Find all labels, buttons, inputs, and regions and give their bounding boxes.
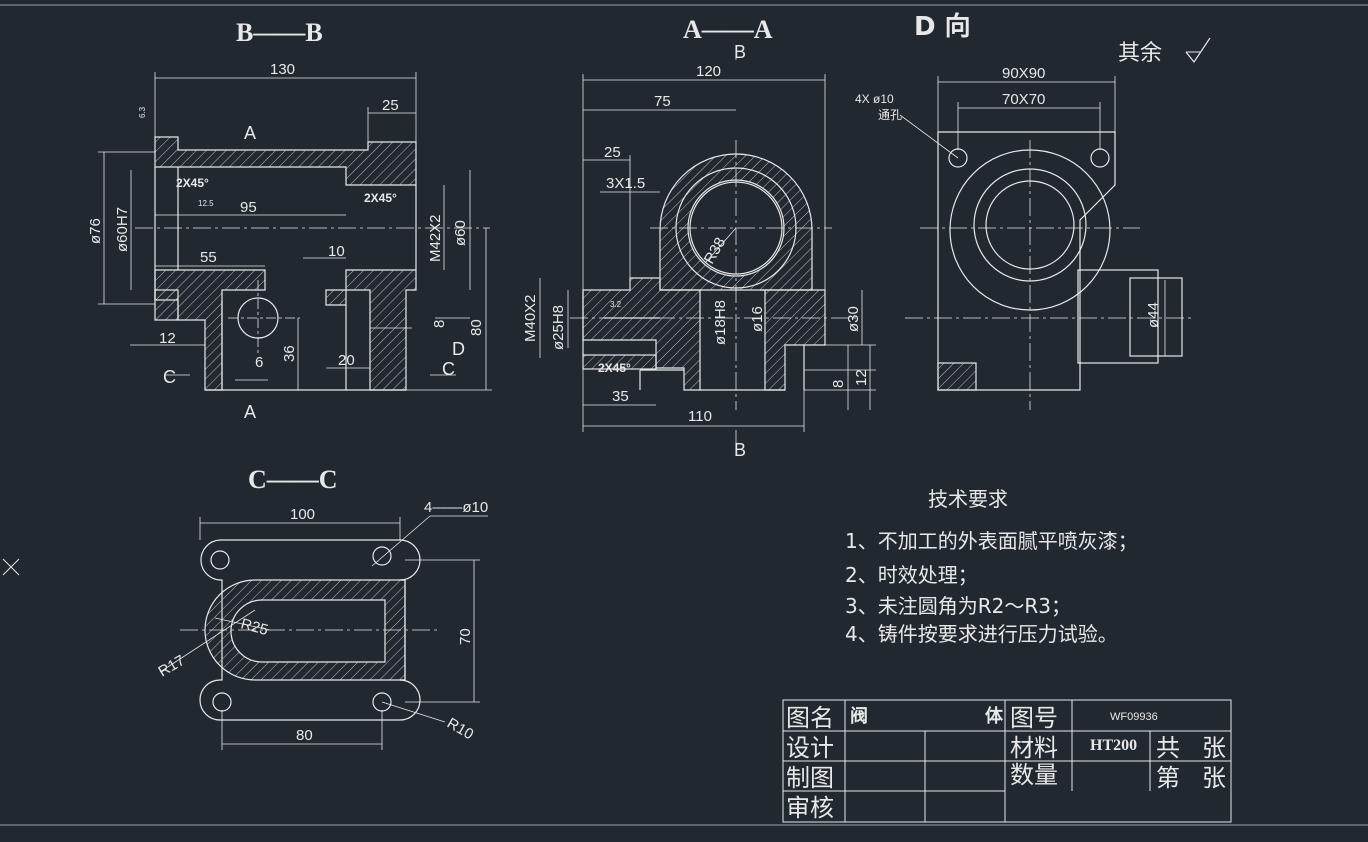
aa-dim-25: 25 [604,144,621,161]
bb-dim-10: 10 [328,243,345,260]
bb-dim-12: 12 [159,330,176,347]
bb-section-a-bottom: A [244,402,256,422]
cursor-cross-icon [2,558,20,576]
cc-dim-r17: R17 [156,652,188,680]
requirements-title: 技术要求 [928,487,1008,511]
tb-sheet-2: 张 [1202,764,1226,792]
tb-name-label: 图名 [786,704,834,732]
bb-section-c-right: C [442,359,455,379]
bb-dim-36: 36 [281,345,298,362]
bb-dim-phi76: ø76 [87,218,104,244]
aa-dim-12: 12 [853,369,870,386]
aa-dim-110: 110 [688,408,712,425]
requirement-3: 3、未注圆角为R2～R3； [845,594,1071,618]
bb-dim-20: 20 [338,352,355,369]
bb-section-d: D [452,339,465,359]
bb-dim-m42: M42X2 [427,214,444,262]
d-flange [937,131,1116,391]
bb-dim-6: 6 [255,354,263,371]
cc-wall-hatch [204,579,406,681]
bb-dim-8: 8 [431,320,448,328]
aa-section-b-top: B [734,42,746,62]
tb-drafted: 制图 [786,764,834,792]
tb-material-label: 材料 [1010,734,1058,762]
tb-drawing-no-label: 图号 [1010,704,1058,732]
bb-chamfer-2: 2X45° [364,191,397,205]
aa-chamfer: 2X45° [598,361,631,375]
d-dim-phi44: ø44 [1145,302,1162,328]
requirement-2: 2、时效处理； [845,563,978,587]
bb-dim-phi60h7: ø60H7 [114,207,131,252]
bb-dim-25: 25 [382,97,399,114]
aa-dim-phi25h8: ø25H8 [550,305,567,350]
requirement-4: 4、铸件按要求进行压力试验。 [845,622,1118,646]
tb-name-value-1: 阀 [850,705,868,727]
view-d-title: D 向 [914,11,971,42]
tb-quantity: 数量 [1010,761,1058,789]
bb-dim-130: 130 [270,61,295,78]
view-bb-title: B——B [236,18,323,47]
bb-chamfer-1: 2X45° [176,176,209,190]
title-block: 图名 阀 体 图号 WF09936 设计 材料 HT200 共 张 制图 数量 … [782,699,1232,823]
view-cc-title: C——C [248,465,338,494]
tb-review: 审核 [786,794,834,822]
cc-dim-r25: R25 [239,615,270,639]
roughness-check-icon [1185,37,1211,64]
bb-roughness-1: 6.3 [138,106,147,118]
aa-section-b-bottom: B [734,440,746,460]
aa-dim-m40: M40X2 [522,294,539,342]
tb-total-1: 共 [1156,734,1180,762]
cc-hole-tr [372,546,392,566]
d-dim-70x70: 70X70 [1002,91,1045,108]
tb-name-value-2: 体 [985,705,1004,727]
cc-dim-70: 70 [457,628,474,645]
view-aa-title: A——A [683,15,773,44]
tb-total-2: 张 [1202,734,1226,762]
bb-roughness-2: 12.5 [198,199,214,208]
aa-dim-120: 120 [696,63,721,80]
cc-hole-tl [210,550,230,570]
bb-dim-80: 80 [468,319,485,336]
aa-dim-35: 35 [612,388,629,405]
aa-roughness-32: 3.2 [610,300,622,309]
view-cc: C——C 100 4——ø10 R25 R17 70 80 R10 [156,465,488,750]
aa-dim-phi18h8: ø18H8 [712,300,729,345]
aa-dim-phi16: ø16 [749,306,766,332]
view-aa: A——A 1 [522,15,876,460]
cc-dim-100: 100 [290,506,315,523]
cc-dim-80: 80 [296,727,313,744]
tb-sheet-1: 第 [1156,764,1180,792]
aa-dim-8: 8 [830,380,847,388]
aa-dim-phi30: ø30 [845,306,862,332]
requirement-1: 1、不加工的外表面腻平喷灰漆； [845,529,1138,553]
cc-outline [199,539,421,721]
bb-dim-95: 95 [240,199,257,216]
cc-dim-holes: 4——ø10 [424,499,488,516]
cc-hole-bl [212,692,232,712]
d-dim-90x90: 90X90 [1002,65,1045,82]
bb-dim-55: 55 [200,249,217,266]
tb-drawing-no: WF09936 [1110,711,1158,723]
aa-dim-75: 75 [654,93,671,110]
technical-requirements: 技术要求 1、不加工的外表面腻平喷灰漆； 2、时效处理； 3、未注圆角为R2～R… [845,487,1138,646]
others-roughness-label: 其余 [1118,41,1162,66]
bb-dim-phi60: ø60 [452,220,469,246]
d-dim-holes: 4X ø10 [855,92,894,106]
bb-section-a-top: A [244,123,256,143]
view-bb: B——B [87,18,492,422]
bb-section-c-left: C [163,367,176,387]
tb-material: HT200 [1090,737,1137,754]
cc-dim-r10: R10 [444,715,476,743]
d-dim-thru: 通孔 [878,108,902,122]
tb-design: 设计 [786,734,834,762]
view-d: D 向 90X90 70X70 4X ø10 通孔 ø44 其余 [855,11,1211,410]
d-hole-tr [1090,148,1110,168]
aa-dim-3x15: 3X1.5 [606,175,645,192]
